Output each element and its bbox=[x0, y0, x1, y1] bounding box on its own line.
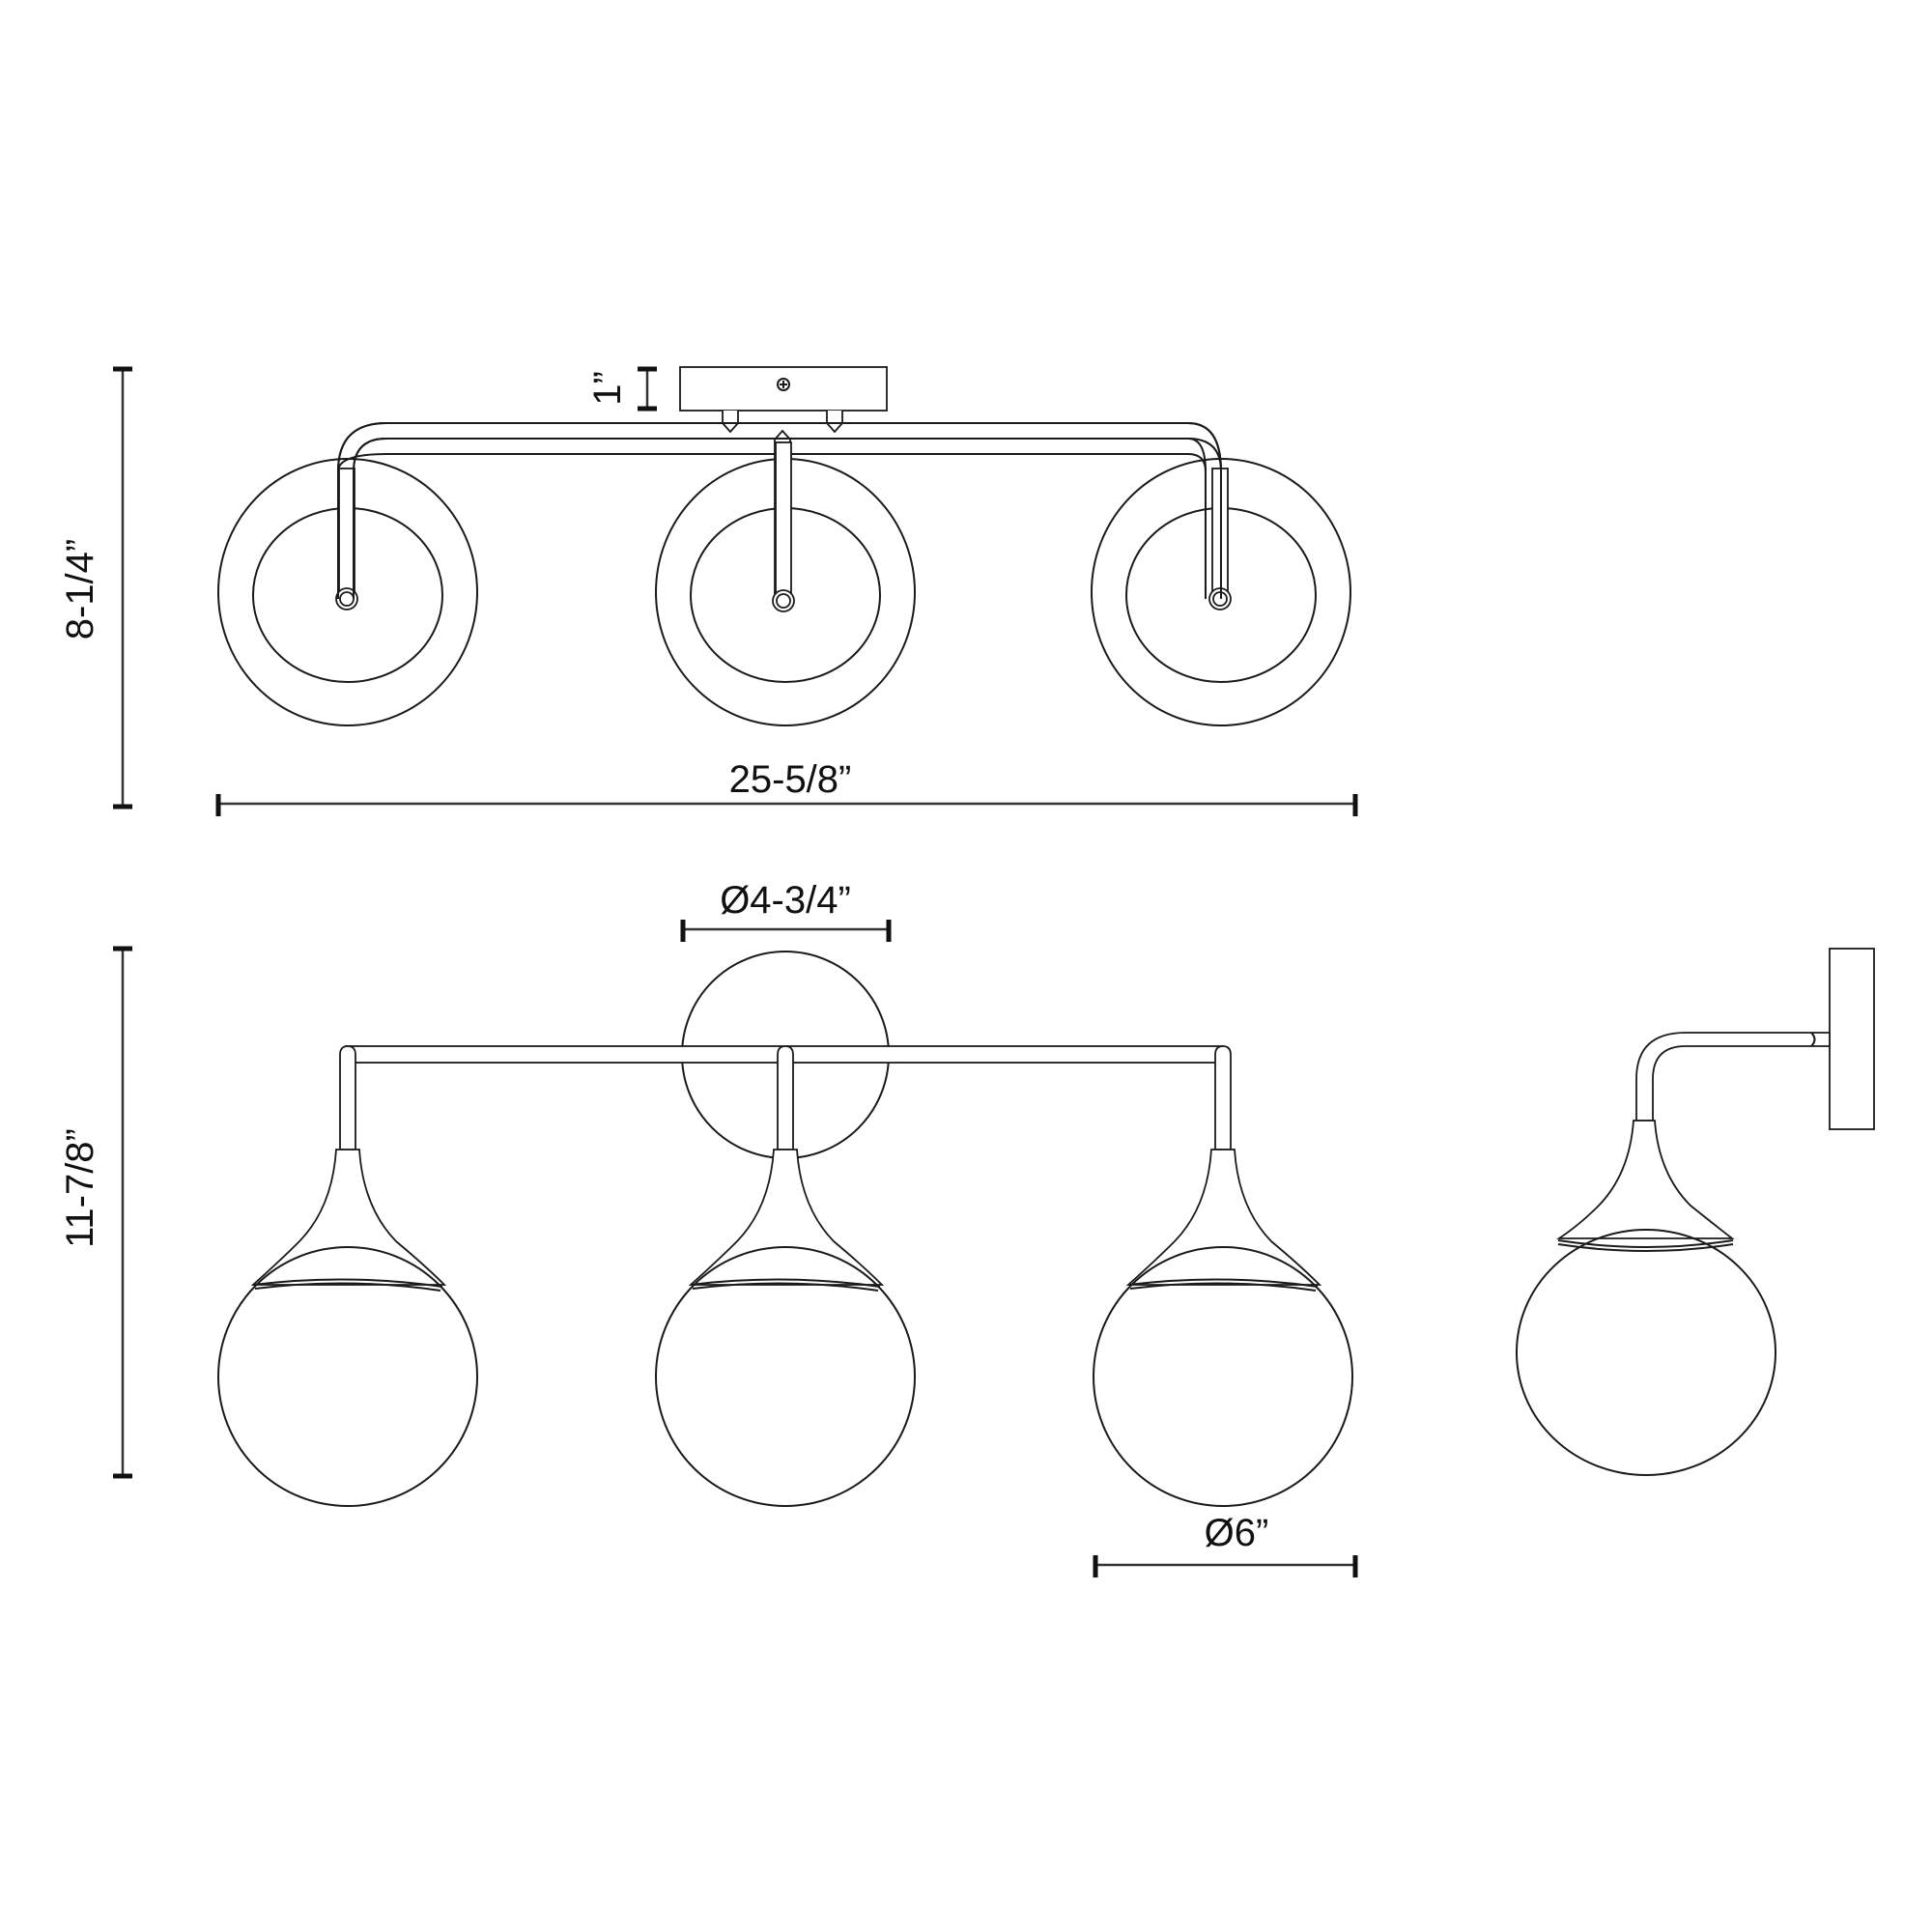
backplate-top bbox=[679, 366, 888, 434]
front-light-right bbox=[1093, 1045, 1353, 1507]
dimension-overall-width: 25-5/8” bbox=[215, 758, 1358, 816]
dimension-label-overall-width: 25-5/8” bbox=[729, 758, 852, 801]
front-view: Ø4-3/4” 11-7/8” bbox=[59, 879, 1358, 1577]
top-light-center bbox=[655, 441, 916, 726]
top-view: 8-1/4” 1” bbox=[59, 366, 1358, 816]
dimension-globe-diameter: Ø6” bbox=[1093, 1512, 1358, 1577]
arm-side bbox=[1635, 1032, 1831, 1122]
front-light-center bbox=[655, 1045, 916, 1507]
dimension-backplate-depth: 1” bbox=[586, 366, 657, 412]
backplate-side bbox=[1829, 948, 1875, 1130]
front-light-left bbox=[217, 1045, 478, 1507]
top-light-left bbox=[217, 458, 478, 726]
dimension-label-overall-height: 11-7/8” bbox=[59, 1128, 101, 1248]
globe-side bbox=[1516, 1229, 1776, 1476]
dimension-label-globe-diameter: Ø6” bbox=[1205, 1512, 1269, 1554]
dimension-overall-height: 11-7/8” bbox=[59, 946, 132, 1479]
dimension-backplate-diameter: Ø4-3/4” bbox=[680, 879, 892, 942]
dimension-label-backplate-diameter: Ø4-3/4” bbox=[720, 879, 851, 922]
side-view bbox=[1516, 948, 1875, 1476]
socket-cup-side bbox=[1556, 1120, 1735, 1239]
dimension-label-top-height: 8-1/4” bbox=[59, 539, 101, 640]
dimension-label-backplate-depth: 1” bbox=[586, 371, 629, 406]
dimension-top-height: 8-1/4” bbox=[59, 366, 132, 810]
